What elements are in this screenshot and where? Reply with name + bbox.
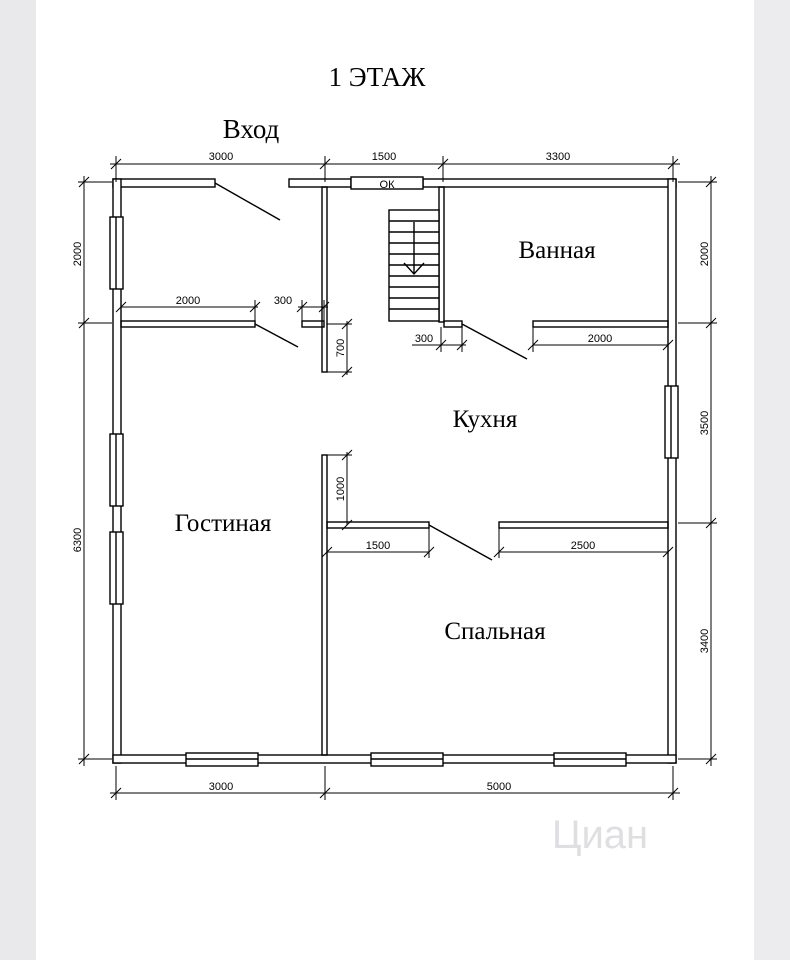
dim-bottom-left: 3000 — [209, 781, 233, 793]
dim-top-mid: 1500 — [372, 151, 396, 163]
window-ok-label: ОК — [380, 179, 396, 191]
dim-bedroom-right-wall: 2500 — [571, 540, 595, 552]
dim-hall-stub: 700 — [335, 339, 347, 357]
room-bathroom-label: Ванная — [518, 237, 596, 264]
dim-right-bottom: 3400 — [699, 629, 711, 653]
dim-top-left: 3000 — [209, 151, 233, 163]
dim-kitchen-stub: 1000 — [335, 477, 347, 501]
dim-bottom-right: 5000 — [487, 781, 511, 793]
room-bedroom-label: Спальная — [444, 618, 546, 645]
room-kitchen-label: Кухня — [453, 406, 518, 433]
watermark: Циан — [552, 813, 648, 857]
door-swings — [214, 182, 528, 561]
page-title: 1 ЭТАЖ — [329, 62, 427, 92]
dim-bedroom-left-wall: 1500 — [366, 540, 390, 552]
stairs — [388, 209, 440, 322]
dim-right-mid: 3500 — [699, 411, 711, 435]
dim-right-top: 2000 — [699, 242, 711, 266]
dim-hall-wall: 2000 — [176, 295, 200, 307]
dim-bath-wall: 2000 — [588, 333, 612, 345]
entrance-label: Вход — [223, 114, 280, 144]
dim-left-bottom: 6300 — [72, 528, 84, 552]
windows — [109, 176, 679, 767]
drawing-sheet — [36, 0, 754, 960]
dim-left-top: 2000 — [72, 242, 84, 266]
room-living-label: Гостиная — [175, 510, 272, 537]
dim-bath-stub: 300 — [415, 333, 433, 345]
dimension-lines — [78, 156, 717, 800]
side-margin — [754, 0, 790, 960]
dim-hall-gap: 300 — [274, 295, 292, 307]
dim-top-right: 3300 — [546, 151, 570, 163]
